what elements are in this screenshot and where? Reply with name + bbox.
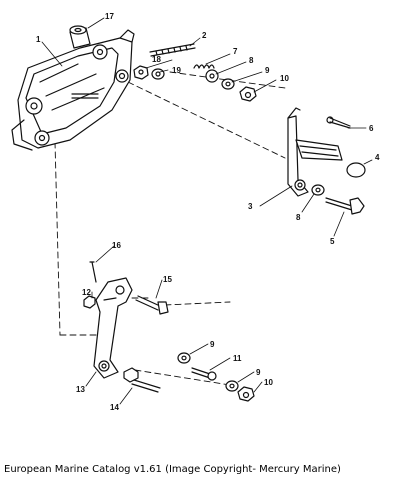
callout-6: 6 xyxy=(369,124,374,133)
washer-top-part xyxy=(205,69,235,90)
nut-top-part xyxy=(239,86,257,102)
callout-9-top: 9 xyxy=(265,66,270,75)
callout-14: 14 xyxy=(110,403,119,412)
callout-9-mid: 9 xyxy=(210,340,215,349)
callout-8-right: 8 xyxy=(296,213,301,222)
callout-8-top: 8 xyxy=(249,56,254,65)
callout-13: 13 xyxy=(76,385,85,394)
leader-lines xyxy=(41,17,373,405)
pin-bolt-part xyxy=(135,295,169,315)
pin-part xyxy=(89,261,97,283)
fitting-part xyxy=(83,295,96,309)
cotter-pin-part xyxy=(326,116,351,129)
bolt-right-part xyxy=(325,197,365,215)
diagram-canvas: 1 17 2 7 8 9 10 18 19 6 4 3 8 5 16 12 15… xyxy=(11,12,380,412)
callout-2: 2 xyxy=(202,31,207,40)
callout-16: 16 xyxy=(112,241,121,250)
callout-11: 11 xyxy=(233,354,242,363)
callout-18: 18 xyxy=(152,55,161,64)
callout-3: 3 xyxy=(248,202,253,211)
copyright-caption: European Marine Catalog v1.61 (Image Cop… xyxy=(4,464,341,475)
spring-part xyxy=(193,64,215,69)
washer-mid-part xyxy=(177,352,191,364)
link-arm-part xyxy=(93,277,133,379)
callout-7: 7 xyxy=(233,47,238,56)
callout-12: 12 xyxy=(82,288,91,297)
bolt-lower-part xyxy=(123,367,161,393)
cap-part xyxy=(346,162,366,178)
callout-labels: 1 17 2 7 8 9 10 18 19 6 4 3 8 5 16 12 15… xyxy=(36,12,380,412)
callout-10-bottom: 10 xyxy=(264,378,273,387)
callout-17: 17 xyxy=(105,12,114,21)
alignment-lines xyxy=(54,71,286,386)
callout-1: 1 xyxy=(36,35,41,44)
callout-5: 5 xyxy=(330,237,335,246)
stud-part xyxy=(149,43,196,57)
lever-bracket-part xyxy=(287,107,343,197)
main-bracket-part xyxy=(11,29,135,151)
callout-15: 15 xyxy=(163,275,172,284)
bushing-part xyxy=(69,25,91,49)
callout-4: 4 xyxy=(375,153,380,162)
callout-9-bottom: 9 xyxy=(256,368,261,377)
callout-19: 19 xyxy=(172,66,181,75)
washer-bottom-part xyxy=(225,380,239,392)
washer-right-part xyxy=(311,184,325,196)
ball-stud-part xyxy=(191,367,217,381)
nut-bottom-part xyxy=(237,386,255,402)
nut-washer-part xyxy=(133,65,165,80)
callout-10-top: 10 xyxy=(280,74,289,83)
